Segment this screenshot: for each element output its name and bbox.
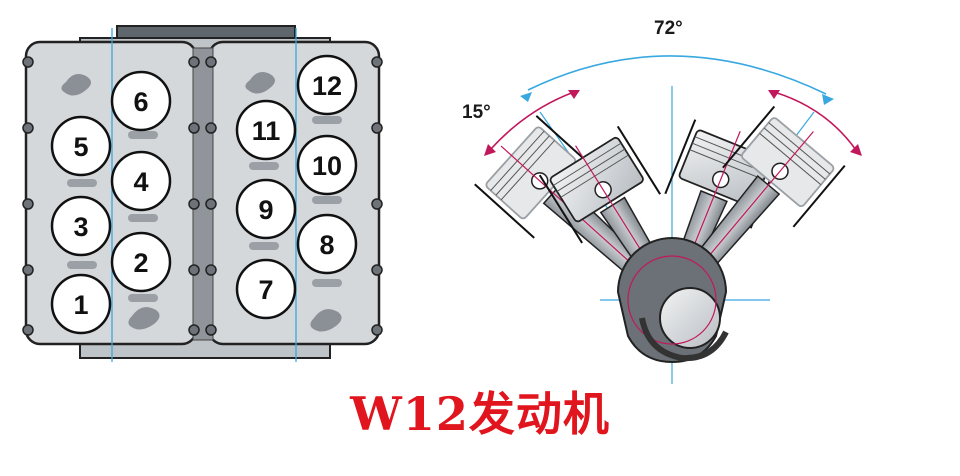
cylinder-bore <box>50 195 112 257</box>
bolt-hole <box>205 122 217 134</box>
cylinder-number: 11 <box>252 116 281 146</box>
cylinder-wall <box>538 174 583 244</box>
cylinder-number: 1 <box>73 290 88 320</box>
cylinder-wall <box>616 125 661 195</box>
cylinder-bore <box>235 99 297 161</box>
cylinder-number: 8 <box>319 230 334 260</box>
cylinder-bore <box>110 70 172 132</box>
arrow-head <box>568 90 580 99</box>
cylinder-number: 10 <box>312 151 342 181</box>
cylinder-wall <box>474 183 535 239</box>
bolt-hole <box>22 198 34 210</box>
cylinders: 5 3 1 6 4 2 11 9 7 12 10 8 <box>50 54 358 335</box>
bolt-hole <box>205 324 217 336</box>
coolant-slot <box>312 196 342 204</box>
coolant-slot <box>128 214 158 222</box>
cylinder-number: 12 <box>312 71 342 101</box>
coolant-slot <box>312 116 342 124</box>
cylinder-bore <box>110 150 172 212</box>
cylinder-number: 3 <box>73 212 88 242</box>
bolt-holes <box>22 56 383 336</box>
coolant-port-icon <box>128 307 160 330</box>
crank-journal <box>659 287 721 349</box>
cylinder-number: 4 <box>133 167 148 197</box>
bolt-hole <box>205 198 217 210</box>
arrow-head <box>850 144 862 156</box>
bolt-hole <box>188 264 200 276</box>
bolt-hole <box>371 264 383 276</box>
cylinder-bore <box>296 213 358 275</box>
cylinder-number: 6 <box>133 87 148 117</box>
top-rail <box>116 25 296 39</box>
coolant-slot <box>312 279 342 287</box>
piston-cross-section <box>474 55 862 384</box>
bolt-hole <box>371 324 383 336</box>
crank-circle <box>627 255 717 345</box>
bank-angle-label: 72° <box>654 18 683 39</box>
bolt-hole <box>22 324 34 336</box>
bolt-hole <box>371 198 383 210</box>
coolant-port-icon <box>245 72 275 94</box>
bolt-hole <box>371 56 383 68</box>
bolt-hole <box>188 122 200 134</box>
crank-web <box>639 317 729 362</box>
coolant-slot <box>128 131 158 139</box>
cylinder-bore <box>296 54 358 116</box>
cylinder-block: 5 3 1 6 4 2 11 9 7 12 10 8 <box>22 25 383 362</box>
coolant-slot <box>67 261 97 269</box>
arrow-head <box>484 144 496 156</box>
cylinder-number: 7 <box>258 275 273 305</box>
center-channel <box>192 47 214 341</box>
coolant-port-icon <box>310 309 342 332</box>
cylinder-number: 2 <box>133 248 148 278</box>
arrow-head <box>768 90 780 99</box>
coolant-slots <box>67 116 342 302</box>
coolant-slot <box>67 179 97 187</box>
bolt-hole <box>22 56 34 68</box>
cylinder-bore <box>296 134 358 196</box>
cylinder-bore <box>235 178 297 240</box>
bolt-hole <box>188 198 200 210</box>
vr-angle-label: 15° <box>462 102 491 123</box>
bolt-hole <box>22 264 34 276</box>
cylinder-bore <box>50 273 112 335</box>
bolt-hole <box>205 56 217 68</box>
arrow-head <box>822 94 834 105</box>
bolt-hole <box>188 324 200 336</box>
cylinder-wall <box>792 164 846 228</box>
vr-angle-arc-right <box>773 91 857 151</box>
coolant-slot <box>249 242 279 250</box>
coolant-slot <box>128 294 158 302</box>
cylinder-bore <box>235 258 297 320</box>
cylinder-number: 5 <box>73 132 88 162</box>
cylinder-bore <box>110 231 172 293</box>
bank-angle-arc <box>527 55 827 95</box>
vr-angle-arc-left <box>489 91 575 151</box>
cylinder-wall <box>664 119 697 195</box>
bolt-hole <box>205 264 217 276</box>
cylinder-bore <box>50 115 112 177</box>
arrow-head <box>520 92 532 102</box>
coolant-slot <box>249 162 279 170</box>
bolt-hole <box>188 56 200 68</box>
engine-title: W12发动机 <box>350 387 610 441</box>
cylinder-number: 9 <box>258 195 273 225</box>
bolt-hole <box>371 122 383 134</box>
bolt-hole <box>22 122 34 134</box>
cylinder-wall <box>722 105 776 169</box>
coolant-port-icon <box>61 74 91 96</box>
